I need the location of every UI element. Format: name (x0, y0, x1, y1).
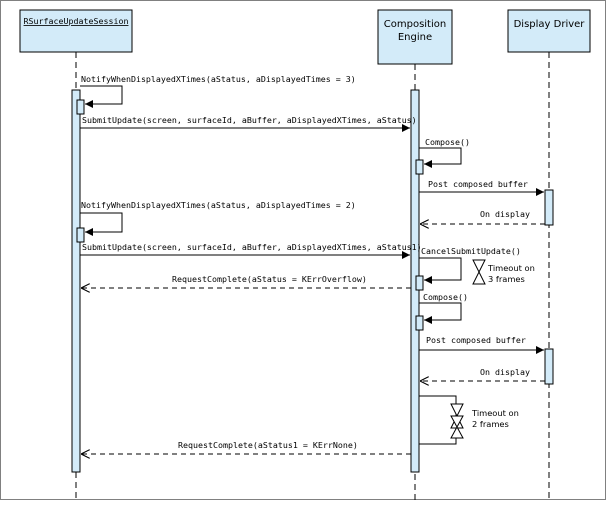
message-notify-2: NotifyWhenDisplayedXTimes(aStatus, aDisp… (80, 200, 356, 236)
message-compose-2-label: Compose() (423, 292, 468, 302)
activation-engine-cancel (415, 275, 424, 291)
participant-driver: Display Driver (507, 9, 591, 53)
message-request-complete-1: RequestComplete(aStatus = KErrOverflow) (81, 274, 411, 288)
message-post-2: Post composed buffer (419, 335, 544, 354)
message-post-1-label: Post composed buffer (428, 179, 528, 189)
message-ondisplay-1-label: On display (480, 209, 530, 219)
hourglass-icon (450, 415, 464, 439)
message-post-1: Post composed buffer (419, 179, 544, 196)
message-notify-1-label: NotifyWhenDisplayedXTimes(aStatus, aDisp… (81, 74, 356, 84)
message-compose-1-label: Compose() (425, 137, 470, 147)
message-request-complete-2: RequestComplete(aStatus1 = KErrNone) (81, 440, 411, 454)
activation-session-main (71, 89, 81, 473)
message-notify-1: NotifyWhenDisplayedXTimes(aStatus, aDisp… (80, 74, 356, 108)
message-submit-1: SubmitUpdate(screen, surfaceId, aBuffer,… (80, 115, 417, 132)
timeout-2-label-1: Timeout on (471, 408, 519, 418)
message-ondisplay-1: On display (420, 209, 545, 224)
participant-engine-label-1: Composition (384, 19, 446, 30)
message-ondisplay-2: On display (420, 367, 545, 381)
message-post-2-label: Post composed buffer (426, 335, 526, 345)
message-cancel: CancelSubmitUpdate() (419, 246, 521, 284)
message-notify-2-label: NotifyWhenDisplayedXTimes(aStatus, aDisp… (81, 200, 356, 210)
hourglass-icon (472, 259, 486, 285)
activation-session-notify1 (76, 99, 85, 115)
timeout-2-label-2: 2 frames (472, 419, 509, 429)
participant-engine-label-2: Engine (398, 32, 432, 43)
participant-engine: Composition Engine (377, 9, 453, 65)
timeout-3-label-2: 3 frames (488, 274, 525, 284)
message-request-complete-1-label: RequestComplete(aStatus = KErrOverflow) (172, 274, 367, 284)
message-submit-2-label: SubmitUpdate(screen, surfaceId, aBuffer,… (82, 242, 422, 252)
message-compose-1: Compose() (419, 137, 470, 168)
activation-driver-1 (544, 189, 554, 226)
timeout-2-frames: Timeout on 2 frames (419, 395, 519, 445)
participant-driver-label: Display Driver (514, 19, 586, 30)
timeout-3-label-1: Timeout on (487, 263, 535, 273)
activation-engine-compose1 (415, 159, 424, 175)
message-submit-1-label: SubmitUpdate(screen, surfaceId, aBuffer,… (82, 115, 417, 125)
message-request-complete-2-label: RequestComplete(aStatus1 = KErrNone) (178, 440, 358, 450)
message-compose-2: Compose() (419, 292, 468, 324)
participant-session: RSurfaceUpdateSession (19, 9, 133, 53)
message-ondisplay-2-label: On display (480, 367, 530, 377)
activation-driver-2 (544, 348, 554, 385)
message-submit-2: SubmitUpdate(screen, surfaceId, aBuffer,… (80, 242, 422, 259)
activation-engine-compose2 (415, 315, 424, 331)
participant-session-label: RSurfaceUpdateSession (24, 16, 129, 26)
activation-session-notify2 (76, 227, 85, 243)
message-cancel-label: CancelSubmitUpdate() (421, 246, 521, 256)
timeout-3-frames: Timeout on 3 frames (472, 259, 535, 285)
